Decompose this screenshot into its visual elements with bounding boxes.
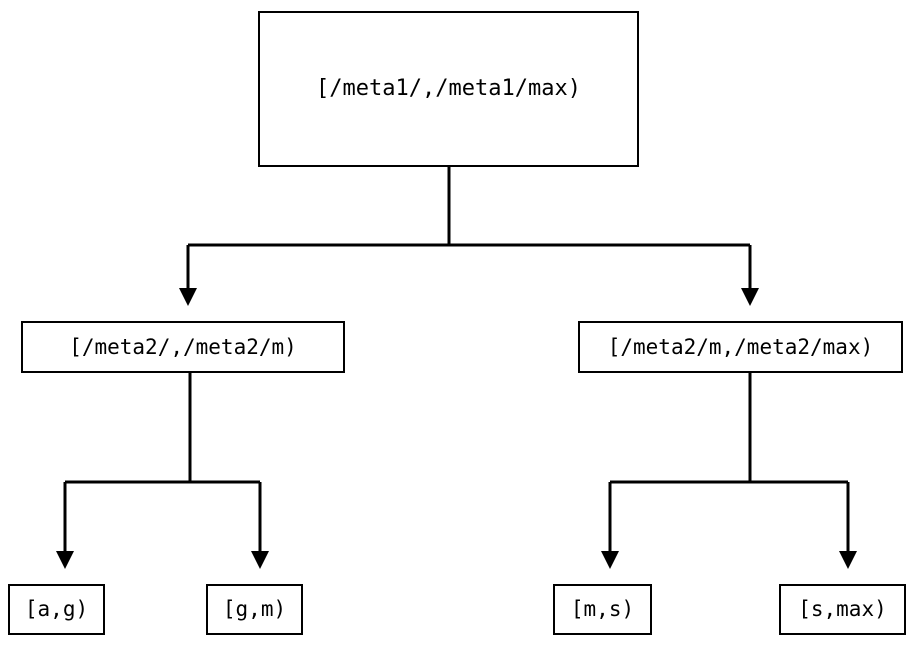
tree-node-leaf-smax: [s,max) xyxy=(779,584,906,635)
tree-node-leaf-gm-label: [g,m) xyxy=(222,597,287,621)
tree-node-mid-right: [/meta2/m,/meta2/max) xyxy=(578,321,903,373)
tree-node-leaf-smax-label: [s,max) xyxy=(798,597,887,621)
tree-node-mid-left: [/meta2/,/meta2/m) xyxy=(21,321,345,373)
tree-node-leaf-ag: [a,g) xyxy=(8,584,105,635)
edge-mid-right-to-leaves xyxy=(608,373,850,553)
arrowhead-to-leaf-gm xyxy=(251,551,269,569)
arrowhead-to-mid-right xyxy=(741,288,759,306)
arrowhead-to-leaf-ms xyxy=(601,551,619,569)
tree-node-leaf-ms: [m,s) xyxy=(553,584,652,635)
tree-node-root: [/meta1/,/meta1/max) xyxy=(258,11,639,167)
arrowhead-to-leaf-ag xyxy=(56,551,74,569)
edge-root-to-mid-level xyxy=(186,167,752,290)
arrowhead-to-leaf-smax xyxy=(839,551,857,569)
arrowhead-to-mid-left xyxy=(179,288,197,306)
tree-node-root-label: [/meta1/,/meta1/max) xyxy=(316,76,581,101)
tree-node-mid-right-label: [/meta2/m,/meta2/max) xyxy=(607,334,874,359)
tree-node-mid-left-label: [/meta2/,/meta2/m) xyxy=(69,334,297,359)
tree-node-leaf-gm: [g,m) xyxy=(206,584,303,635)
tree-node-leaf-ms-label: [m,s) xyxy=(570,597,635,621)
tree-node-leaf-ag-label: [a,g) xyxy=(24,597,89,621)
edge-mid-left-to-leaves xyxy=(63,373,262,553)
